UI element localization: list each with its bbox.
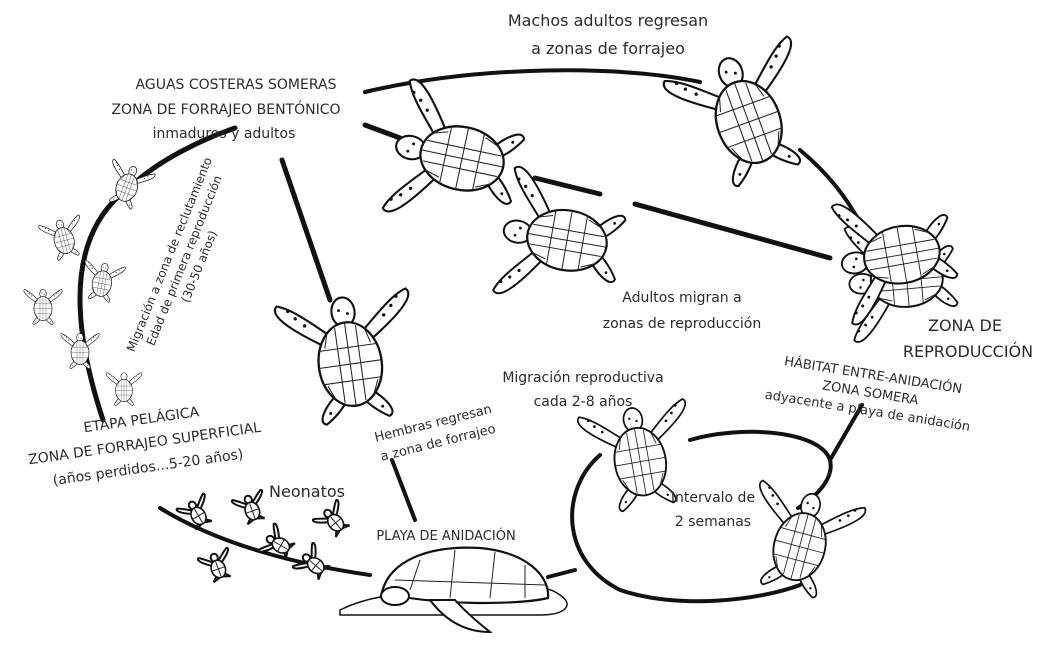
juvenile-turtle-3	[79, 260, 126, 304]
label-internesting: HÁBITAT ENTRE-ANIDACIÓN ZONA SOMERA adya…	[764, 351, 977, 435]
label-interval-line2: 2 semanas	[675, 514, 751, 530]
juvenile-turtle-5	[61, 333, 99, 368]
juvenile-turtle-4	[24, 289, 62, 324]
nesting-beach-illustration	[340, 548, 567, 632]
label-males-return-line2: a zonas de forrajeo	[531, 39, 685, 58]
label-breeding-zone-line1: ZONA DE	[928, 316, 1002, 335]
hatchling-6	[198, 547, 238, 584]
label-repro-migration-line1: Migración reproductiva	[502, 370, 663, 386]
turtle-female-returning	[274, 288, 425, 429]
label-nesting-beach: PLAYA DE ANIDACIÓN	[376, 528, 515, 544]
juvenile-turtle-2	[38, 215, 89, 264]
juvenile-turtle-6	[106, 373, 142, 406]
beach-to-internesting-path	[548, 570, 575, 577]
hatchling-3	[312, 499, 354, 541]
label-breeding-zone-line2: REPRODUCCIÓN	[903, 342, 1033, 361]
label-coastal-line2: ZONA DE FORRAJEO BENTÓNICO	[111, 100, 340, 118]
label-adults-migrate-line1: Adultos migran a	[622, 290, 741, 306]
adults-migrate-path-2	[535, 178, 600, 194]
label-adults-migrate-line2: zonas de reproducción	[603, 316, 762, 332]
turtle-males-return	[662, 36, 831, 198]
recruitment-migration-path	[80, 195, 120, 420]
label-males-return-line1: Machos adultos regresan	[508, 11, 708, 30]
label-hatchlings: Neonatos	[269, 482, 345, 501]
label-coastal-line3: inmaduros y adultos	[153, 126, 296, 142]
turtle-coastal-1	[382, 79, 531, 236]
label-interval-line1: Intervalo de	[671, 490, 755, 506]
adults-migrate-path	[365, 125, 400, 138]
turtle-adult-migrating	[493, 166, 631, 313]
females-return-path-2	[392, 460, 415, 520]
label-recruitment: Migración a zona de reclutamiento Edad d…	[124, 155, 245, 365]
label-repro-migration-line2: cada 2-8 años	[534, 394, 633, 410]
hatchling-2	[232, 489, 272, 526]
adults-migrate-path-3	[635, 204, 830, 258]
label-coastal-line1: AGUAS COSTERAS SOMERAS	[136, 77, 337, 93]
hatchling-5	[292, 542, 334, 584]
label-pelagic: ETÁPA PELÁGICA ZONA DE FORRAJEO SUPERFIC…	[24, 395, 266, 492]
hatchling-1	[176, 493, 218, 533]
females-return-path	[282, 160, 330, 300]
